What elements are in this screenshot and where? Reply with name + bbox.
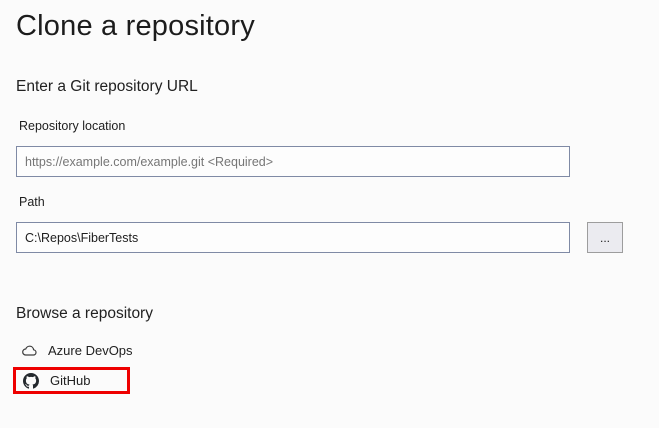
repository-location-input[interactable] [16, 146, 570, 177]
browse-item-label: GitHub [50, 373, 91, 388]
path-input[interactable] [16, 222, 570, 253]
repository-location-label: Repository location [19, 119, 126, 133]
section-heading-url: Enter a Git repository URL [16, 78, 198, 95]
github-highlight-annotation: GitHub [13, 367, 130, 394]
page-title: Clone a repository [16, 10, 255, 42]
github-icon [22, 372, 40, 390]
section-heading-browse: Browse a repository [16, 305, 153, 322]
path-label: Path [19, 195, 45, 209]
browse-item-label: Azure DevOps [48, 342, 133, 358]
browse-path-button[interactable]: ... [587, 222, 623, 253]
browse-item-azure-devops[interactable]: Azure DevOps [20, 341, 133, 359]
browse-item-github[interactable]: GitHub [22, 372, 90, 390]
cloud-icon [20, 341, 38, 359]
